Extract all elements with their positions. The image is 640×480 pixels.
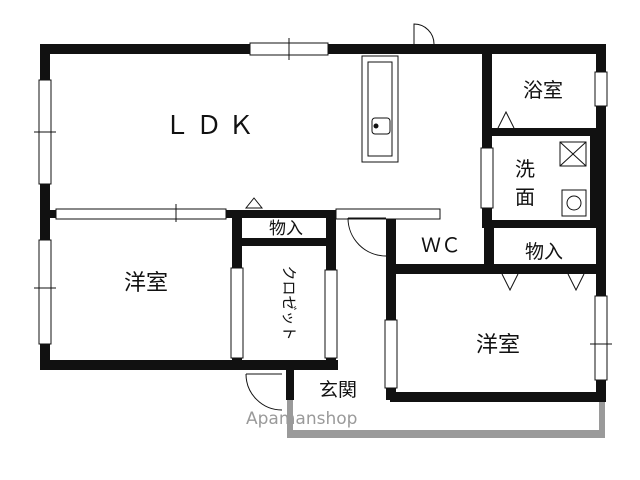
watermark-text: Apamanshop: [246, 409, 357, 429]
room-label-western-room-2: 洋室: [476, 333, 520, 358]
swing-doors: [244, 23, 585, 411]
sliding-doors: [55, 147, 494, 389]
room-label-western-room-1: 洋室: [124, 271, 168, 296]
kitchen-counter: [361, 55, 399, 163]
room-label-washroom-top: 洗: [515, 157, 535, 181]
windows: [34, 38, 612, 381]
room-label-closet: クロゼット: [280, 265, 298, 340]
room-label-ldk: ＬＤＫ: [164, 111, 260, 141]
room-label-washroom-bottom: 面: [515, 185, 535, 209]
room-label-entrance: 玄関: [319, 379, 357, 401]
wash-fixtures: [559, 141, 587, 217]
interior-walls: [40, 44, 606, 400]
room-label-storage-2: 物入: [525, 241, 563, 263]
room-label-bath: 浴室: [523, 78, 563, 102]
room-label-storage-1: 物入: [269, 219, 303, 239]
room-label-wc: ＷＣ: [421, 233, 461, 257]
